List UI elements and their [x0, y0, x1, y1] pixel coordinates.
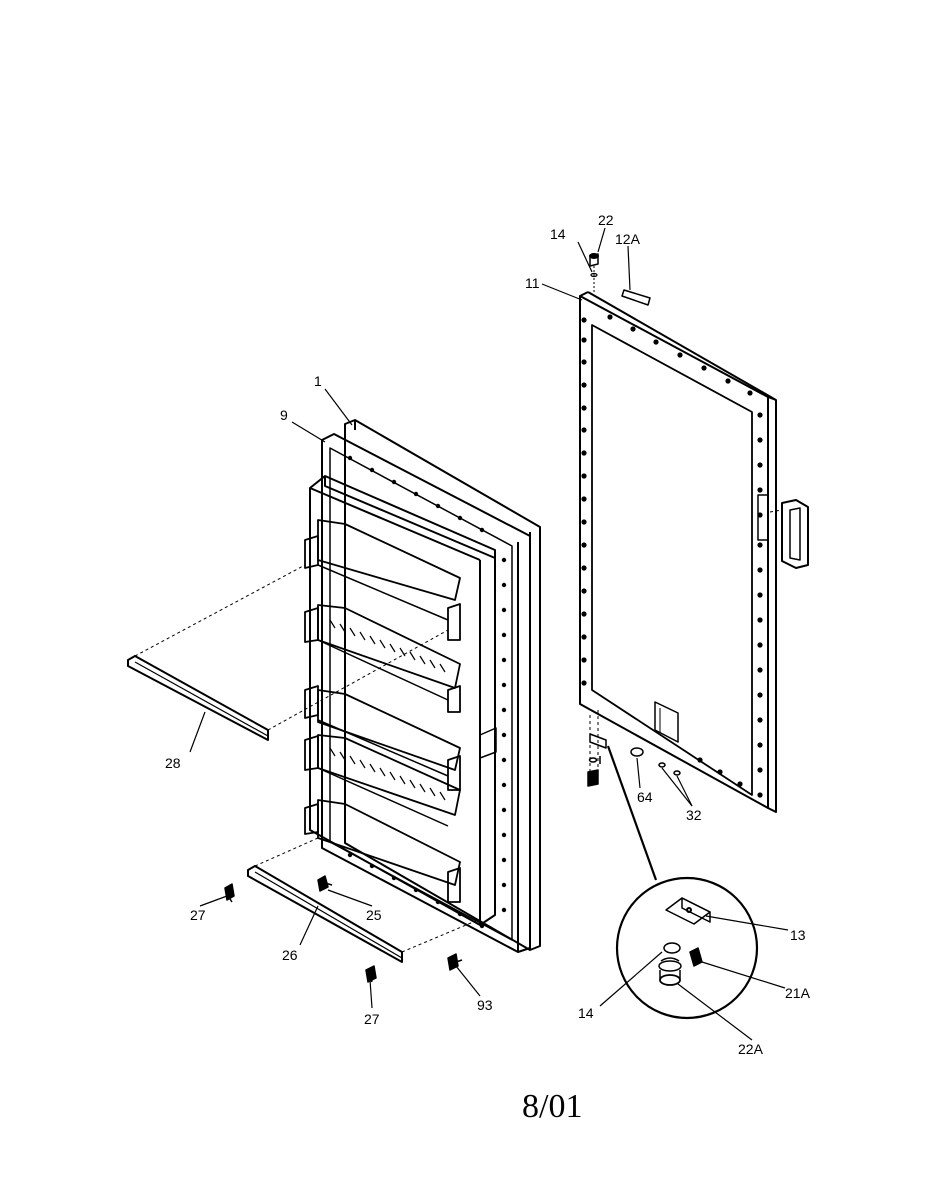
screw-25 [317, 875, 333, 892]
label-part-25: 25 [366, 907, 382, 923]
assembly-guide-lines [134, 564, 599, 953]
label-part-22A: 22A [738, 1041, 764, 1057]
shim-12A [621, 289, 651, 306]
screw-93 [447, 953, 463, 971]
label-part-93: 93 [477, 997, 493, 1013]
washers-32 [658, 762, 681, 776]
revision-date: 8/01 [522, 1088, 583, 1125]
door-liner [304, 475, 497, 926]
hinge-detail-callout [606, 745, 759, 1020]
leader-lines [189, 227, 789, 1041]
door-gasket-outer [344, 419, 541, 951]
screw-27-bottom [365, 965, 377, 983]
top-bushing-22 [589, 253, 599, 267]
label-part-27-bottom: 27 [364, 1011, 380, 1027]
label-part-26: 26 [282, 947, 298, 963]
shelf-grid-upper [329, 619, 446, 673]
label-part-13: 13 [790, 927, 806, 943]
label-part-9: 9 [280, 407, 288, 423]
spacer-64 [630, 747, 644, 757]
label-part-14-top: 14 [550, 226, 566, 242]
door-gasket-inner [321, 433, 531, 953]
label-part-28: 28 [165, 755, 181, 771]
label-part-21A: 21A [785, 985, 811, 1001]
label-part-14-detail: 14 [578, 1005, 594, 1021]
bottom-screws [587, 756, 601, 787]
top-washer-14 [590, 266, 598, 292]
label-part-12A: 12A [615, 231, 641, 247]
label-part-1: 1 [314, 373, 322, 389]
shelf-rail-28 [127, 655, 269, 741]
outer-door-panel [579, 291, 777, 813]
label-part-27-left: 27 [190, 907, 206, 923]
shelf-rail-26 [247, 865, 403, 963]
label-part-64: 64 [637, 789, 653, 805]
door-liner-holes [347, 455, 507, 929]
handle-cover [769, 499, 809, 569]
label-part-11: 11 [525, 275, 540, 291]
shelf-grid-lower [329, 747, 446, 801]
door-frame-holes [581, 314, 763, 798]
part-labels: 1 9 11 14 22 12A 28 64 32 25 27 26 27 93… [165, 212, 811, 1057]
label-part-32: 32 [686, 807, 702, 823]
screw-27-left [224, 883, 235, 903]
label-part-22: 22 [598, 212, 614, 228]
